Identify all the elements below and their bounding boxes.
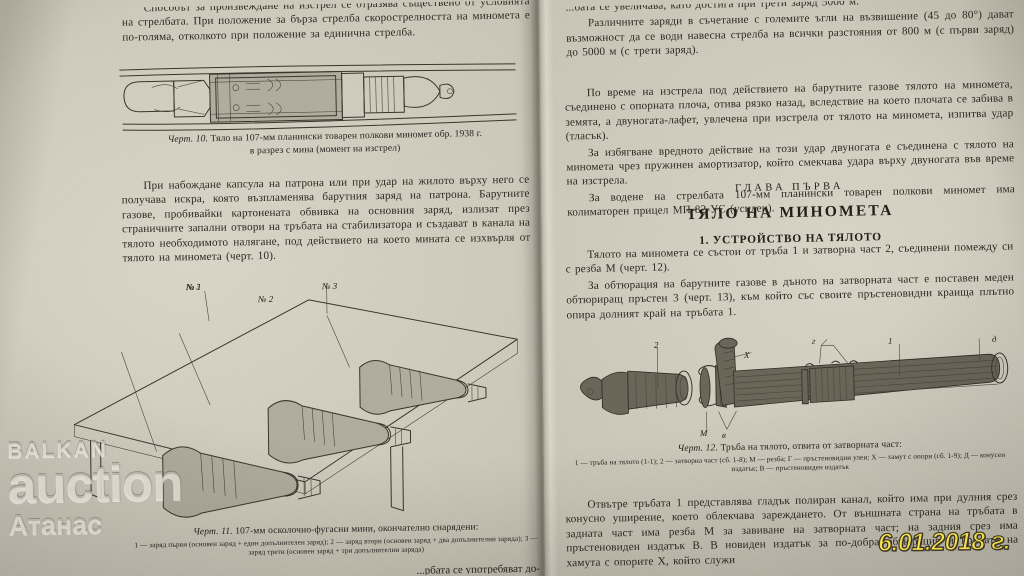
figure-12-illustration (565, 326, 1017, 447)
left-column-mid-text: При набождане капсула на патрона или при… (121, 173, 531, 268)
left-column-top-text: Способът за произвеждане на изстрел се о… (122, 0, 531, 47)
date-watermark: 6.01.2018 г. (877, 526, 1011, 557)
right-column-top-clipped: ...бата се увеличава, като достига при т… (565, 0, 1014, 62)
paragraph: По време на изстрела под действието на б… (564, 78, 1014, 143)
fig11-label-3: № 3 (186, 282, 201, 291)
fig12-label-X: Х (743, 349, 750, 361)
fig11-label-no1: № 1 (185, 281, 202, 293)
fig12-label-2: 2 (653, 339, 659, 351)
fig12-label-M: М (699, 427, 708, 439)
fig12-label-1: 1 (887, 335, 893, 347)
chapter-title: ТЯЛО НА МИНОМЕТА (686, 201, 894, 224)
right-column-body-text: Тялото на миномета се състои от тръба 1 … (565, 240, 1015, 325)
paragraph: Способът за произвеждане на изстрел се о… (121, 0, 531, 44)
paragraph: За обтюрация на барутните газове в дънот… (566, 271, 1015, 322)
figure-12-caption-text: Тръба на тялото, отвита от затворната ча… (720, 438, 903, 454)
figure-10-caption-lead: Черт. 10. (167, 133, 209, 146)
figure-12-caption-lead: Черт. 12. (677, 442, 719, 455)
paragraph: Различните заряди в съчетание с големите… (566, 8, 1015, 59)
fig12-label-G: г (811, 335, 816, 347)
figure-11-illustration: № 3 (58, 269, 531, 525)
fig12-label-d: д (991, 333, 997, 345)
figure-10-illustration (117, 58, 518, 134)
figure-11-caption-lead: Черт. 11. (193, 525, 233, 538)
paragraph: При набождане капсула на патрона или при… (121, 173, 531, 265)
fig11-label-no3: № 3 (321, 280, 338, 292)
fig12-label-V: в (721, 429, 727, 441)
fig11-label-no2: № 2 (257, 293, 274, 305)
chapter-headings: ГЛАВА ПЪРВА ТЯЛО НА МИНОМЕТА 1. УСТРОЙСТ… (565, 178, 1014, 250)
